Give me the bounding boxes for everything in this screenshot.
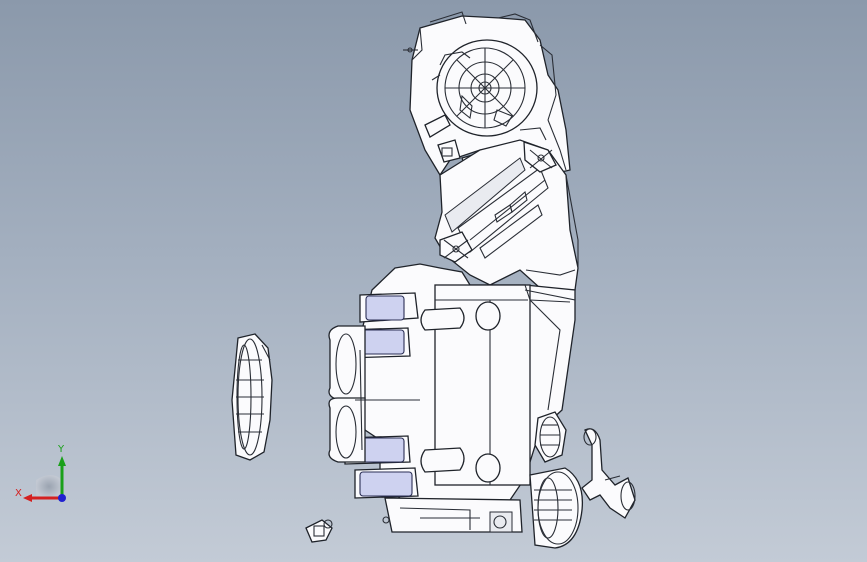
fan-wheel[interactable] <box>436 39 538 137</box>
detached-fan-disc[interactable] <box>231 333 273 461</box>
y-axis-label: Y <box>57 444 65 455</box>
coordinate-triad: Y X <box>15 444 66 502</box>
air-duct[interactable] <box>434 139 579 291</box>
detached-fitting[interactable] <box>305 519 333 543</box>
x-axis-label: X <box>15 488 22 499</box>
drain-tube[interactable] <box>581 428 636 519</box>
heater-box[interactable] <box>328 263 576 506</box>
lower-components[interactable] <box>382 497 523 533</box>
actuator-motor[interactable] <box>529 411 584 549</box>
blower-housing[interactable] <box>403 11 571 177</box>
z-axis-dot <box>58 494 66 502</box>
